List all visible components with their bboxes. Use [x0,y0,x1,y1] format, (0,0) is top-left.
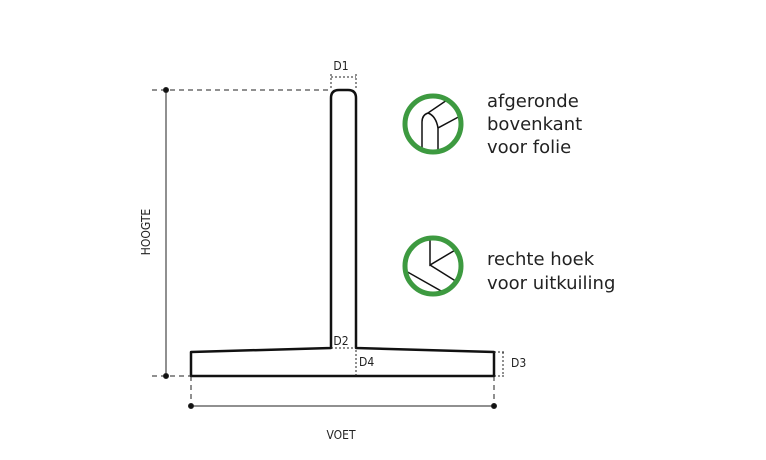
t-profile-shape [189,88,496,378]
d4-label: D4 [359,355,374,369]
right-angle-icon [402,235,464,297]
d2-label: D2 [333,334,348,348]
d1-label: D1 [333,59,348,73]
d1-dimension [330,74,357,88]
foot-dimension [188,376,497,412]
d3-label: D3 [511,356,526,370]
rounded-top-icon [402,93,464,155]
d3-dimension [494,351,506,377]
height-label: HOOGTE [139,209,153,256]
feature-1-text: afgeronde bovenkant voor folie [487,91,588,158]
feature-2-text: rechte hoek voor uitkuiling [487,249,615,294]
height-dimension [152,87,331,379]
foot-label: VOET [326,428,355,442]
